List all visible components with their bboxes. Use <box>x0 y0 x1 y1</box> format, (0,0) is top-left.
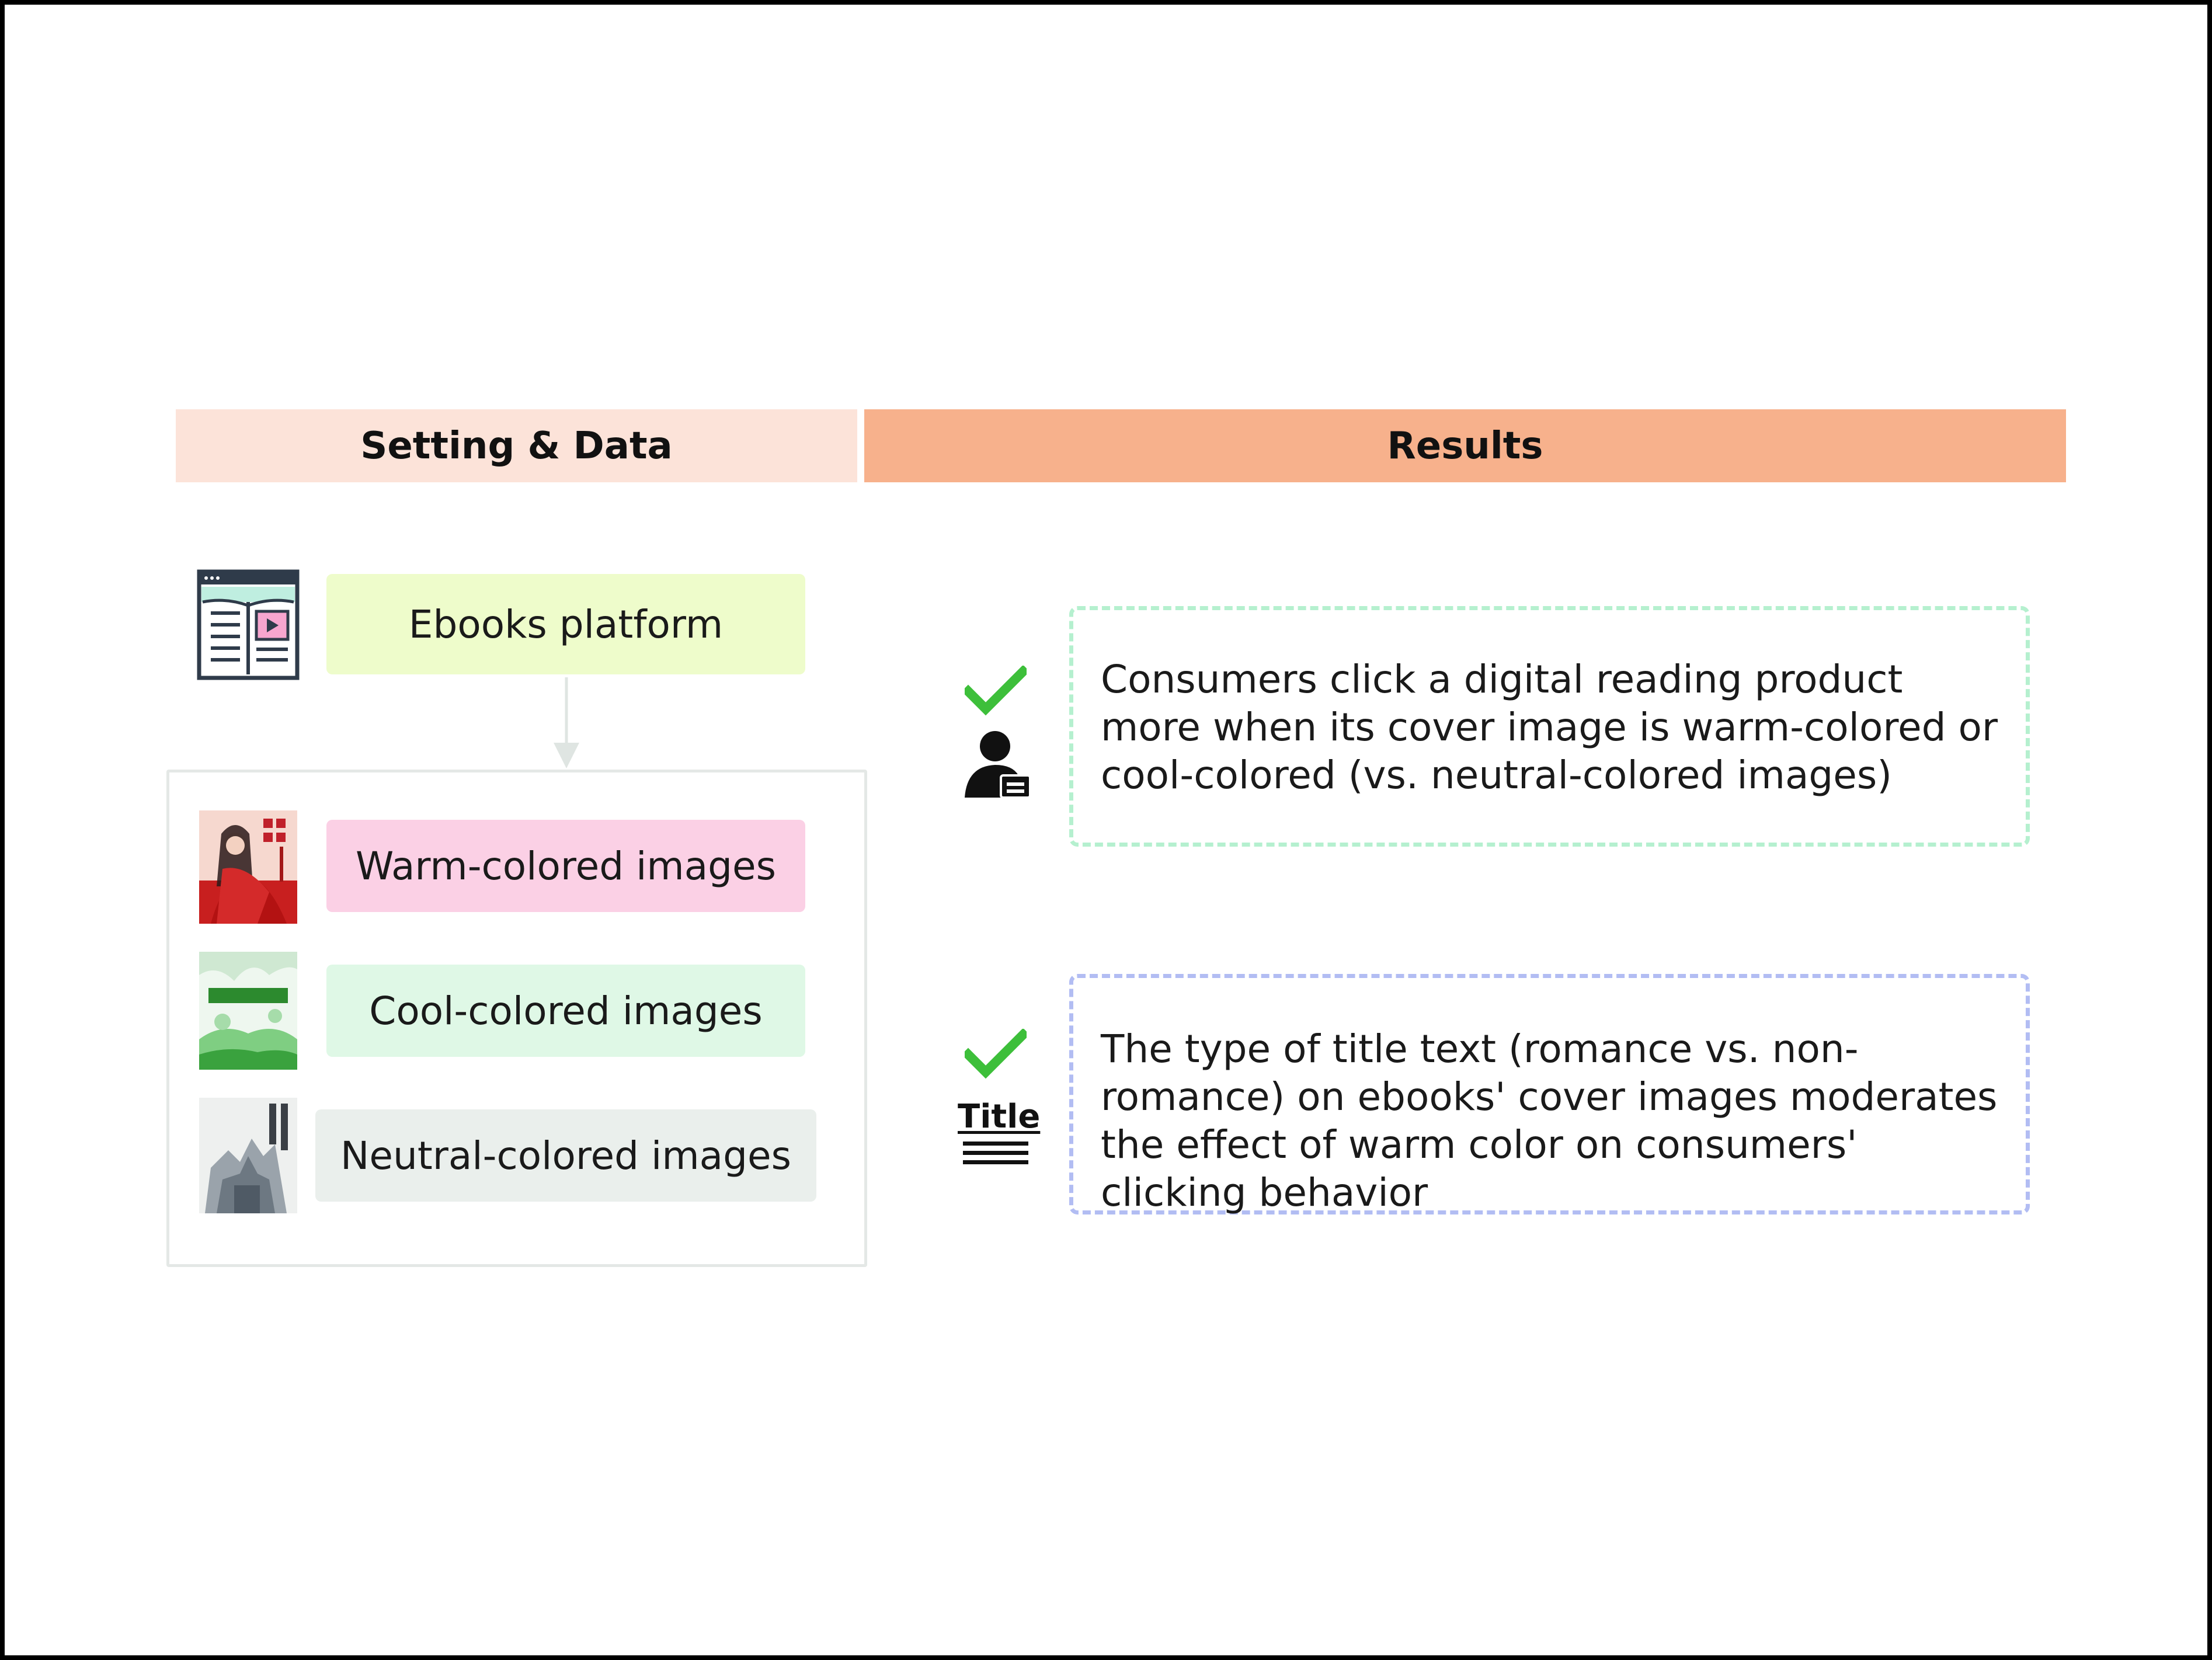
title-icon-label: Title <box>958 1098 1041 1136</box>
neutral-colored-images-box: Neutral-colored images <box>315 1109 816 1202</box>
header-results: Results <box>864 409 2066 482</box>
down-arrow-icon <box>554 677 579 768</box>
warm-cover-thumbnail <box>199 810 297 924</box>
cool-cover-thumbnail <box>199 952 297 1070</box>
ebook-reader-icon <box>197 569 300 680</box>
checkmark-icon <box>965 666 1027 716</box>
result-box-1 <box>1069 606 2030 847</box>
title-text-icon: Title <box>958 1098 1041 1170</box>
neutral-cover-thumbnail <box>199 1098 297 1213</box>
result-text-2: The type of title text (romance vs. non-… <box>1101 1026 1998 1215</box>
result-text-1: Consumers click a digital reading produc… <box>1101 657 1998 798</box>
result-box-2 <box>1069 974 2030 1214</box>
checkmark-icon <box>965 1029 1027 1079</box>
text-lines-icon <box>963 1142 1028 1164</box>
consumer-icon <box>965 731 1031 799</box>
ebooks-platform-box: Ebooks platform <box>326 574 805 674</box>
cool-colored-images-box: Cool-colored images <box>326 965 805 1057</box>
warm-colored-images-box: Warm-colored images <box>326 820 805 912</box>
header-setting-data: Setting & Data <box>176 409 857 482</box>
cover-conditions-group <box>166 770 867 1267</box>
